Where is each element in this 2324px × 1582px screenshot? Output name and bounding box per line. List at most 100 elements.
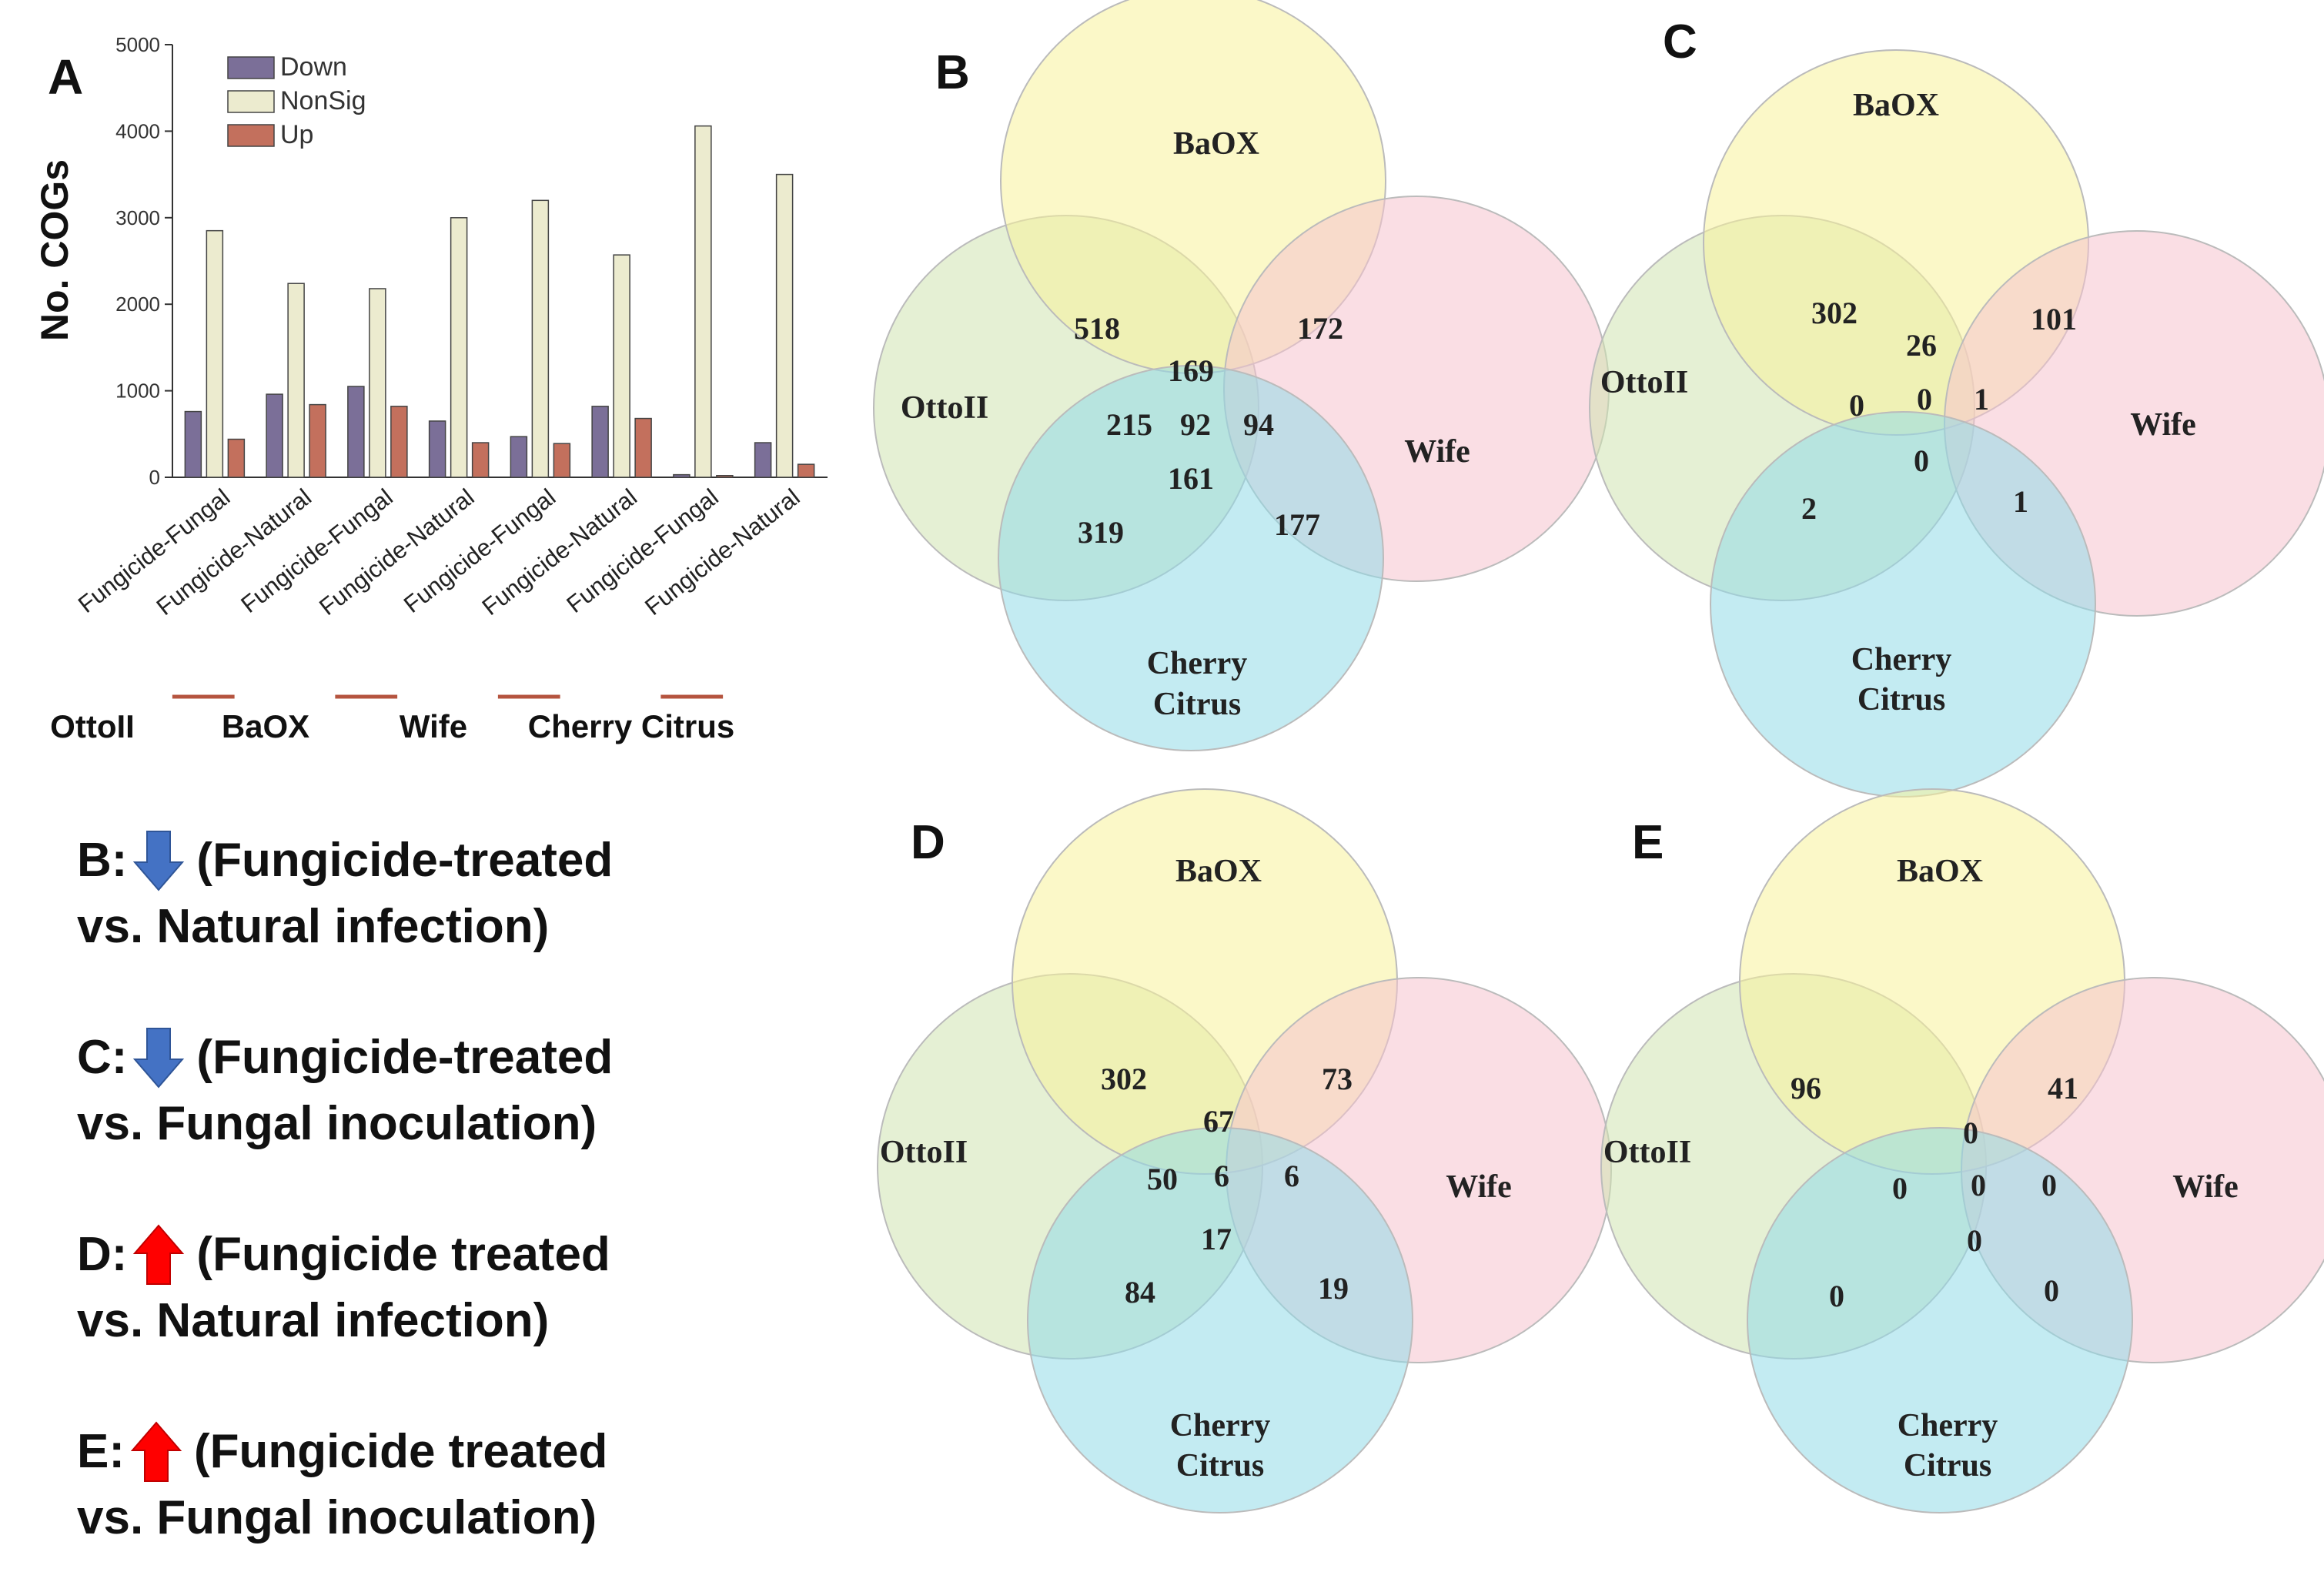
- panel-letter: B: [935, 46, 970, 99]
- legend-label: Down: [280, 52, 347, 82]
- venn-circle-cherry: [1027, 1127, 1413, 1513]
- group-label: Cherry Citrus: [528, 708, 734, 744]
- arrow-down-icon: [133, 1028, 185, 1089]
- venn-count: 26: [1906, 328, 1937, 363]
- venn-count: 0: [1963, 1115, 1978, 1150]
- venn-set-label: BaOX: [1853, 88, 1939, 123]
- bar-nonsig: [450, 217, 468, 478]
- bar-up: [797, 463, 815, 478]
- legend-label: NonSig: [280, 86, 366, 115]
- y-tick-label: 0: [149, 466, 160, 489]
- panel-letter: C: [1663, 15, 1697, 69]
- venn-count: 177: [1274, 507, 1320, 542]
- venn-set-label: Cherry: [1898, 1408, 1998, 1443]
- legend-line1: (Fungicide treated: [196, 1228, 610, 1281]
- bar-chart-panel: A No. COGs 0 1000 2000 3000 4000 5000 Fungici…: [33, 33, 828, 744]
- venn-set-label: Citrus: [1176, 1448, 1264, 1483]
- bar-down: [428, 420, 446, 478]
- x-tick-labels: Fungicide-FungalFungicide-NaturalFungici…: [73, 483, 805, 620]
- bar-nonsig: [775, 173, 794, 478]
- bar-down: [591, 406, 609, 478]
- bar-up: [634, 417, 652, 478]
- legend-line1: (Fungicide-treated: [196, 834, 614, 887]
- y-axis-label: No. COGs: [33, 159, 76, 341]
- venn-set-label: OttoII: [901, 390, 988, 426]
- venn-count: 0: [1849, 388, 1864, 423]
- venn-count: 6: [1214, 1159, 1229, 1193]
- legend-swatch: [227, 124, 275, 147]
- venn-count: 302: [1101, 1062, 1147, 1096]
- venn-count: 1: [1974, 382, 1989, 416]
- venn-count: 84: [1125, 1275, 1155, 1309]
- venn-circle-cherry: [1747, 1127, 2133, 1513]
- legend-line1: (Fungicide treated: [194, 1425, 608, 1478]
- legend-swatch: [227, 56, 275, 79]
- bar-down: [673, 473, 691, 478]
- arrow-up-icon: [130, 1421, 182, 1482]
- bar-down: [347, 386, 365, 478]
- venn-set-label: Wife: [1404, 434, 1470, 470]
- venn-set-label: OttoII: [1603, 1135, 1691, 1170]
- bar-nonsig: [531, 199, 550, 478]
- venn-count: 172: [1297, 311, 1343, 346]
- venn-set-label: OttoII: [880, 1135, 968, 1170]
- venn-count: 302: [1811, 296, 1858, 330]
- venn-count: 67: [1203, 1104, 1234, 1139]
- bar-up: [227, 438, 246, 478]
- venn-count: 101: [2031, 302, 2077, 336]
- panel-letter-a: A: [48, 49, 83, 105]
- venn-count: 169: [1168, 353, 1214, 388]
- bar-down: [184, 410, 202, 478]
- venn-count: 2: [1801, 491, 1817, 526]
- venn-circle-cherry: [998, 365, 1384, 751]
- venn-count: 41: [2048, 1071, 2078, 1105]
- venn-count: 94: [1243, 407, 1274, 442]
- venn-count: 0: [1914, 443, 1929, 478]
- legend-prefix: C:: [77, 1031, 128, 1084]
- venn-count: 518: [1074, 311, 1120, 346]
- venn-count: 0: [2044, 1273, 2059, 1308]
- bar-up: [553, 443, 571, 478]
- bar-down: [266, 393, 283, 478]
- bar-up: [390, 406, 408, 478]
- venn-count: 92: [1180, 407, 1211, 442]
- arrow-up-icon: [133, 1224, 185, 1285]
- legend-line2: vs. Natural infection): [77, 900, 550, 953]
- y-tick-label: 1000: [115, 380, 160, 403]
- bar-nonsig: [287, 283, 305, 478]
- venn-set-label: BaOX: [1173, 126, 1259, 162]
- bar-nonsig: [369, 288, 386, 478]
- bar-nonsig: [694, 125, 712, 478]
- venn-circle-cherry: [1710, 411, 2096, 798]
- y-tick-label: 3000: [115, 206, 160, 229]
- venn-set-label: Citrus: [1153, 687, 1241, 722]
- bar-up: [716, 475, 734, 478]
- y-tick-label: 5000: [115, 33, 160, 56]
- venn-set-label: Wife: [2172, 1169, 2239, 1205]
- group-label: OttoII: [50, 708, 135, 744]
- panel-letter: D: [911, 816, 945, 869]
- bar-down: [510, 436, 528, 478]
- bar-up: [309, 403, 326, 478]
- legend-prefix: E:: [77, 1425, 125, 1478]
- arrow-down-icon: [133, 831, 185, 891]
- legend-line2: vs. Fungal inoculation): [77, 1097, 597, 1150]
- venn-count: 96: [1791, 1071, 1821, 1105]
- venn-count: 6: [1284, 1159, 1299, 1193]
- y-tick-label: 2000: [115, 293, 160, 316]
- venn-set-label: Wife: [2130, 407, 2196, 443]
- y-ticks: 0 1000 2000 3000 4000 5000: [115, 33, 172, 489]
- y-tick-label: 4000: [115, 119, 160, 142]
- venn-count: 319: [1078, 515, 1124, 550]
- legend-line2: vs. Natural infection): [77, 1294, 550, 1347]
- venn-count: 50: [1147, 1162, 1178, 1196]
- venn-set-label: Citrus: [1904, 1448, 1991, 1483]
- venn-set-label: Wife: [1446, 1169, 1512, 1205]
- bar-up: [471, 442, 490, 478]
